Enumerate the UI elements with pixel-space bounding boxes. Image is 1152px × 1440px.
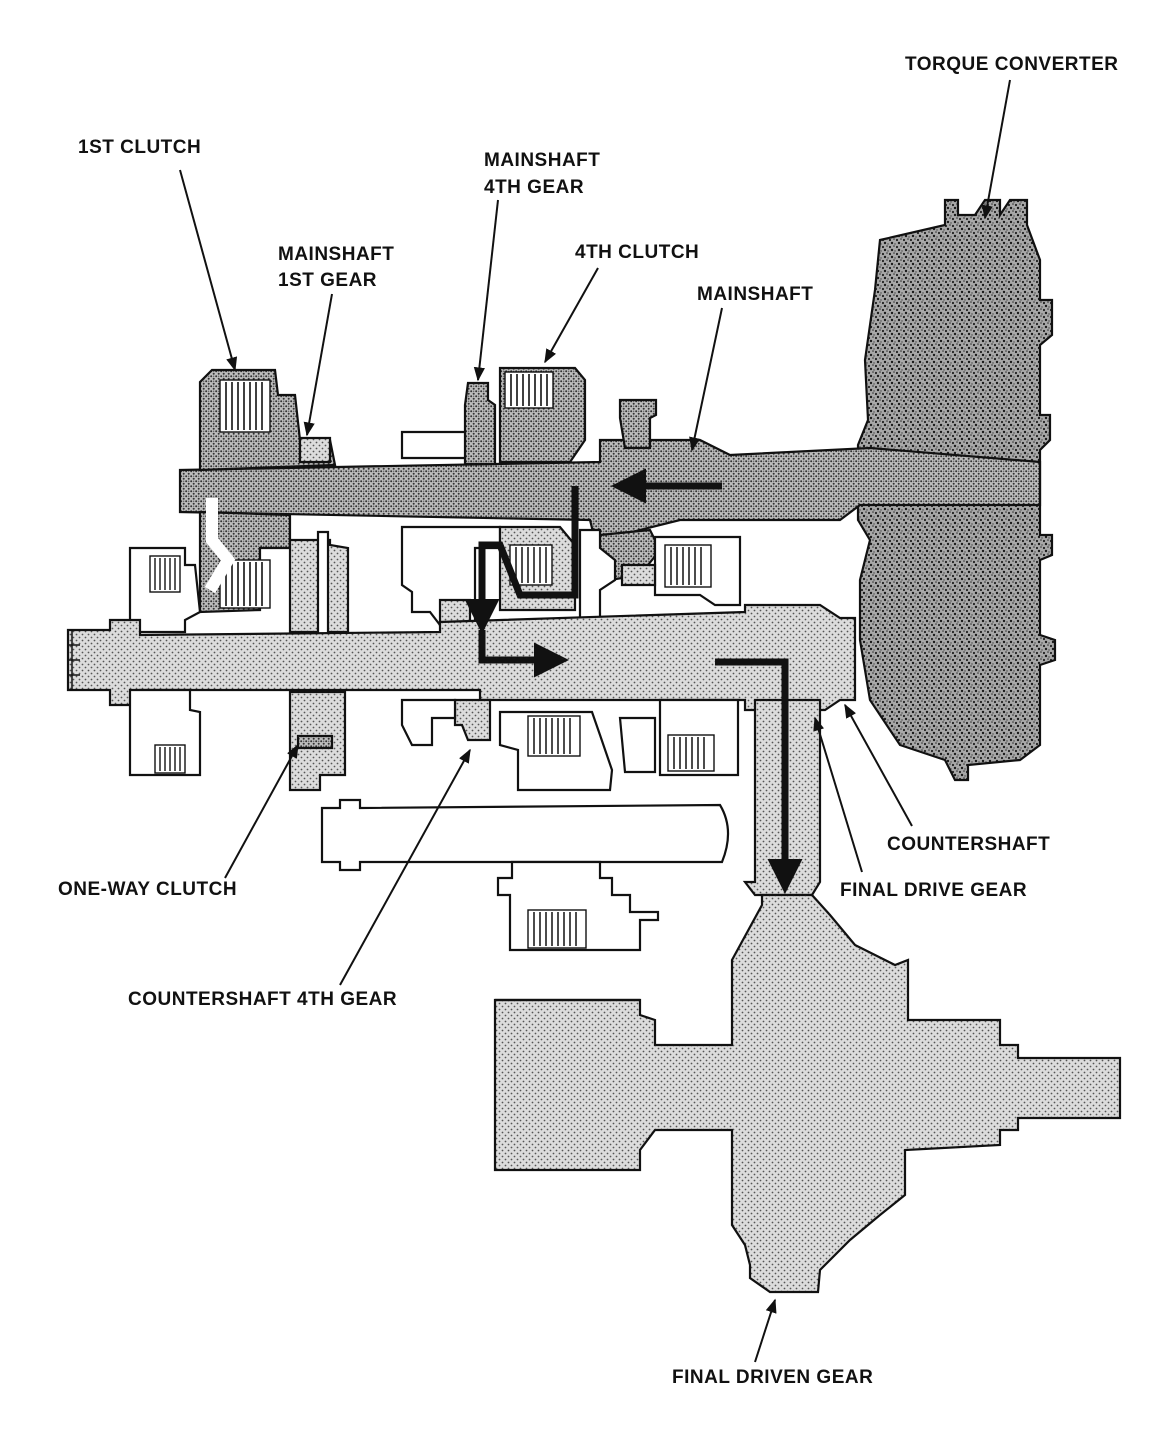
label-one-way-clutch: ONE-WAY CLUTCH — [58, 879, 237, 900]
label-mainshaft-fourth-gear-line1: MAINSHAFT — [484, 150, 600, 171]
leader-one-way-clutch — [224, 743, 299, 879]
leader-mainshaft — [689, 307, 723, 452]
labels: TORQUE CONVERTER 1ST CLUTCH MAINSHAFT 4T… — [58, 54, 1119, 1388]
one-way-clutch-assembly — [128, 688, 347, 792]
lower-clutch-plates — [527, 715, 581, 757]
label-first-clutch: 1ST CLUTCH — [78, 137, 201, 158]
countershaft-fourth-gear — [400, 698, 492, 747]
label-final-drive-gear: FINAL DRIVE GEAR — [840, 880, 1027, 901]
mainshaft-first-gear — [298, 436, 332, 464]
lower-right-plates — [667, 734, 715, 772]
leader-fourth-clutch — [544, 267, 599, 364]
leader-torque-converter — [981, 79, 1011, 220]
secondary-shaft-plates — [527, 909, 587, 949]
mainshaft-fourth-gear — [400, 381, 497, 466]
middle-gear-cluster — [400, 525, 742, 627]
label-mainshaft-first-gear-line2: 1ST GEAR — [278, 270, 377, 291]
label-countershaft: COUNTERSHAFT — [887, 834, 1050, 855]
lower-left-plates — [154, 744, 186, 774]
label-fourth-clutch: 4TH CLUTCH — [575, 242, 699, 263]
label-countershaft-fourth-gear: COUNTERSHAFT 4TH GEAR — [128, 989, 397, 1010]
flow-path-mainshaft-to-clutch — [478, 486, 579, 612]
leader-first-clutch — [179, 169, 238, 372]
leader-mainshaft-fourth-gear — [473, 199, 499, 382]
middle-clutch-plates — [509, 544, 553, 586]
right-middle-clutch-plates — [664, 544, 712, 588]
leader-final-driven-gear — [754, 1298, 777, 1363]
flow-arrow-countershaft — [478, 630, 569, 678]
leader-lines — [179, 79, 1011, 1363]
leader-countershaft — [844, 703, 913, 827]
label-torque-converter: TORQUE CONVERTER — [905, 54, 1119, 75]
label-final-driven-gear: FINAL DRIVEN GEAR — [672, 1367, 873, 1388]
label-mainshaft: MAINSHAFT — [697, 284, 813, 305]
label-mainshaft-first-gear-line1: MAINSHAFT — [278, 244, 394, 265]
power-flow-path — [464, 468, 803, 894]
leader-countershaft-fourth-gear — [339, 748, 471, 986]
secondary-shaft — [320, 798, 730, 952]
fourth-clutch — [498, 366, 587, 464]
differential — [493, 893, 1122, 1294]
left-countershaft-plates — [149, 555, 181, 593]
lower-gear-cluster — [498, 698, 740, 792]
first-clutch-plates — [219, 379, 271, 433]
fourth-clutch-plates — [504, 371, 554, 409]
leader-mainshaft-first-gear — [303, 293, 333, 437]
leader-final-drive-gear — [813, 716, 863, 873]
label-mainshaft-fourth-gear-line2: 4TH GEAR — [484, 177, 584, 198]
flow-path-to-final-drive — [715, 658, 803, 894]
